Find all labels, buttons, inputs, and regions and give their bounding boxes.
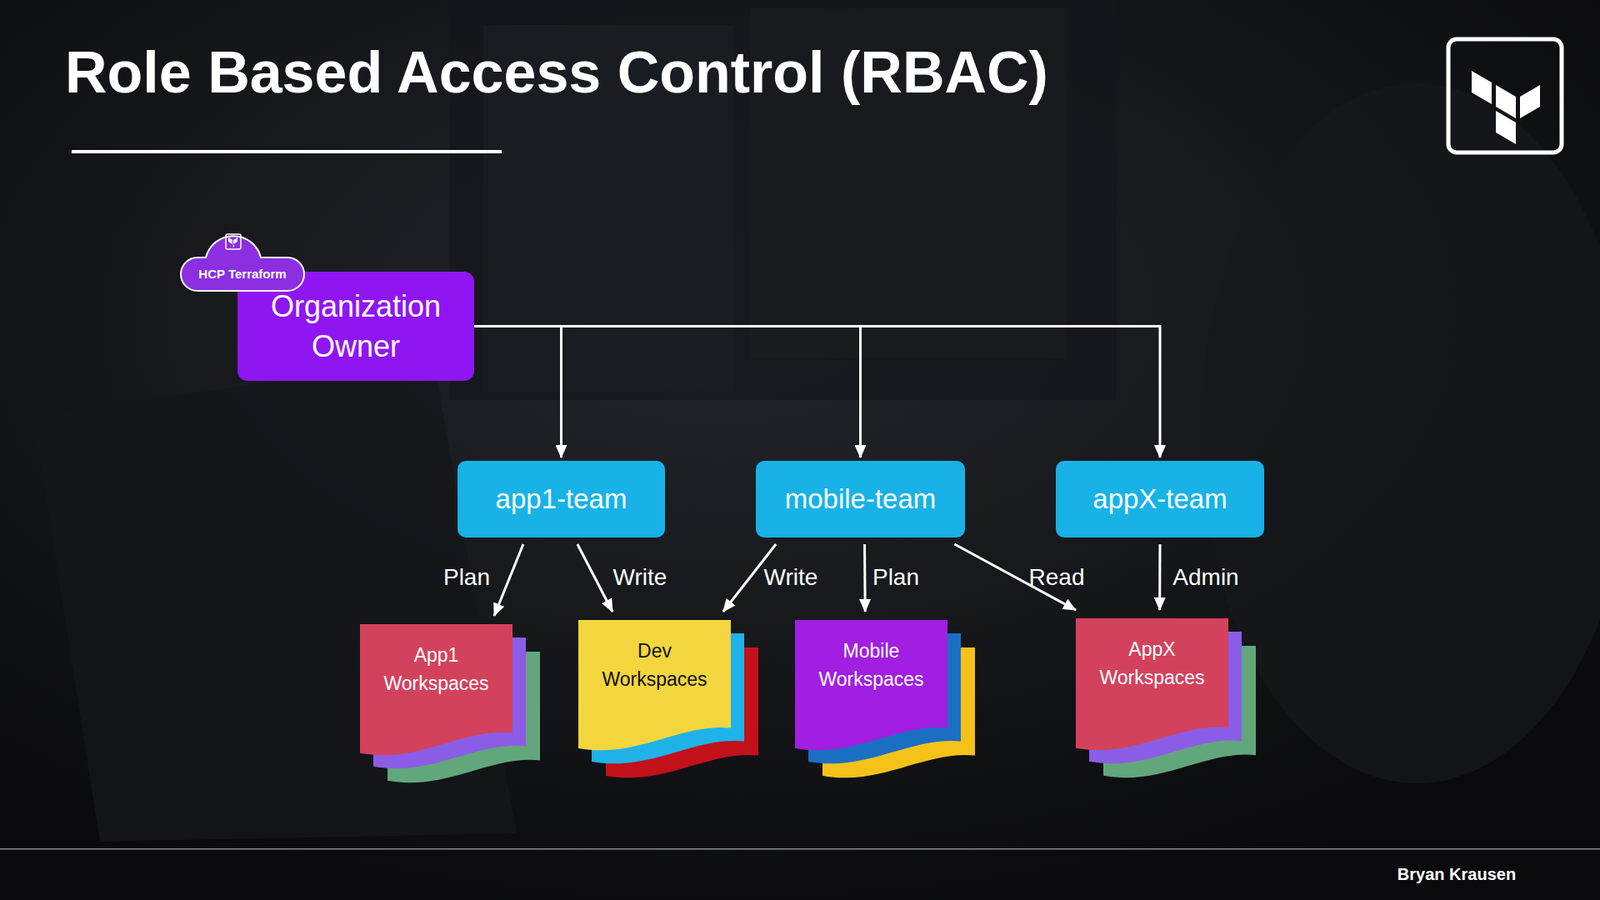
footer-rule bbox=[0, 848, 1600, 850]
connector-arrow bbox=[577, 544, 613, 612]
front-page bbox=[578, 620, 731, 750]
node-label: Dev Workspaces bbox=[595, 636, 715, 694]
node-label: appX-team bbox=[1092, 482, 1227, 516]
cloud-shape bbox=[179, 219, 306, 293]
workspace-stack: Dev Workspaces bbox=[578, 620, 731, 755]
node-label: App1 Workspaces bbox=[376, 640, 496, 698]
node-label: app1-team bbox=[495, 482, 628, 516]
cloud-outline bbox=[180, 235, 305, 291]
front-page bbox=[795, 620, 948, 750]
permission-label: Plan bbox=[443, 564, 490, 591]
terraform-logo bbox=[1448, 39, 1562, 153]
permission-label: Read bbox=[1029, 564, 1085, 591]
cloud-icon-piece bbox=[228, 237, 233, 245]
connector-arrow bbox=[474, 326, 1160, 459]
logo-piece bbox=[1520, 85, 1540, 119]
workspace-stack: App1 Workspaces bbox=[360, 624, 513, 760]
front-page bbox=[1075, 618, 1229, 750]
logo-piece bbox=[1471, 70, 1492, 105]
cloud-icon-piece bbox=[233, 245, 235, 249]
team-box: appX-team bbox=[1055, 460, 1265, 538]
node-label: Organization Owner bbox=[257, 286, 455, 367]
workspace-stack: Mobile Workspaces bbox=[795, 620, 948, 755]
connector-arrow bbox=[474, 326, 562, 459]
permission-label: Admin bbox=[1172, 564, 1239, 591]
logo-frame bbox=[1448, 39, 1562, 153]
cloud-icon-frame bbox=[225, 234, 241, 250]
connector-arrow bbox=[474, 326, 861, 459]
workspace-stack: AppX Workspaces bbox=[1075, 618, 1229, 755]
node-label: AppX Workspaces bbox=[1092, 635, 1212, 692]
permission-label: Write bbox=[613, 564, 668, 591]
front-page bbox=[360, 624, 513, 755]
node-label: HCP Terraform bbox=[179, 266, 306, 282]
author-credit: Bryan Krausen bbox=[1397, 865, 1516, 885]
person-silhouette bbox=[1200, 83, 1600, 784]
permission-label: Write bbox=[764, 564, 819, 591]
node-label: mobile-team bbox=[785, 482, 937, 516]
node-label: Mobile Workspaces bbox=[811, 636, 931, 694]
team-box: mobile-team bbox=[755, 460, 965, 538]
permission-label: Plan bbox=[872, 564, 920, 591]
logo-piece bbox=[1495, 110, 1516, 145]
connector-arrow bbox=[1158, 544, 1161, 610]
slide-title: Role Based Access Control (RBAC) bbox=[65, 43, 1049, 102]
platform-badge: HCP Terraform bbox=[179, 219, 306, 293]
connector-arrow bbox=[863, 544, 867, 612]
team-box: app1-team bbox=[457, 460, 665, 538]
connector-arrow bbox=[494, 544, 524, 616]
cloud-icon-piece bbox=[233, 237, 238, 245]
title-underline bbox=[71, 150, 502, 154]
